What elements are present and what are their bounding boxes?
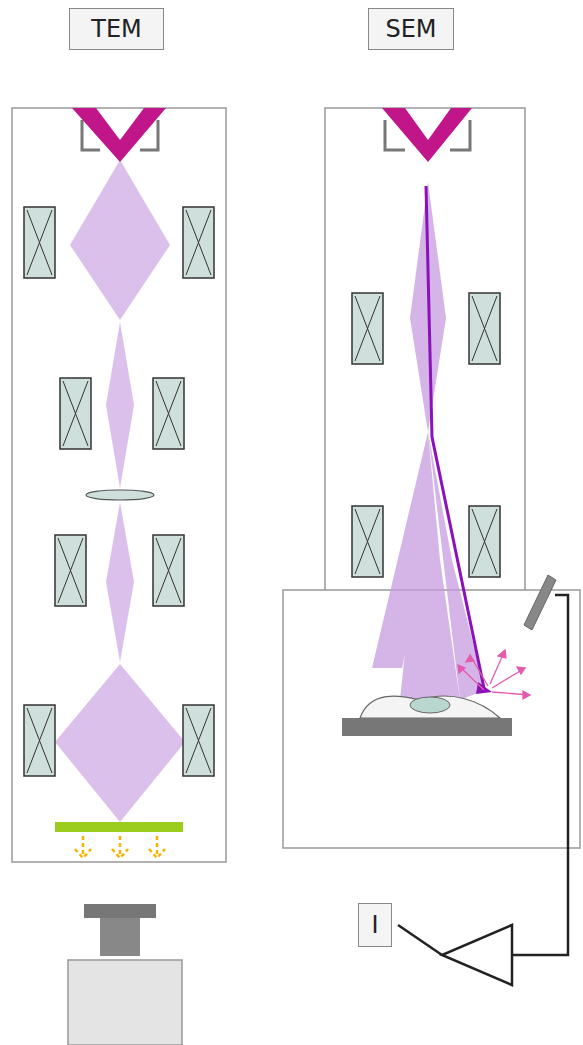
amplifier-symbol [442, 925, 512, 985]
tem-electron-gun [72, 108, 166, 162]
specimen-stage [342, 718, 512, 736]
label-text: TEM [91, 16, 142, 42]
label-text: I [371, 912, 378, 938]
label-text: SEM [385, 16, 436, 42]
camera [68, 904, 182, 1045]
sem-beam [372, 182, 485, 700]
tem-beam [55, 160, 185, 822]
scanning-beam [426, 186, 484, 688]
detector [524, 575, 556, 630]
sem-lens-coils [352, 293, 500, 577]
column-label: SEM [368, 8, 454, 50]
sem-specimen [360, 696, 500, 718]
tem-lens-coils [24, 207, 214, 776]
amplifier-wire [398, 925, 442, 955]
signal-display: I [358, 903, 392, 947]
light-arrows [75, 836, 165, 858]
tem-specimen [86, 490, 154, 500]
secondary-electrons [458, 650, 530, 699]
column-label: TEM [69, 8, 164, 50]
sem-electron-gun [382, 108, 472, 162]
signal-wire [512, 595, 568, 955]
tem-column [12, 108, 226, 862]
fluorescent-screen [55, 822, 183, 832]
